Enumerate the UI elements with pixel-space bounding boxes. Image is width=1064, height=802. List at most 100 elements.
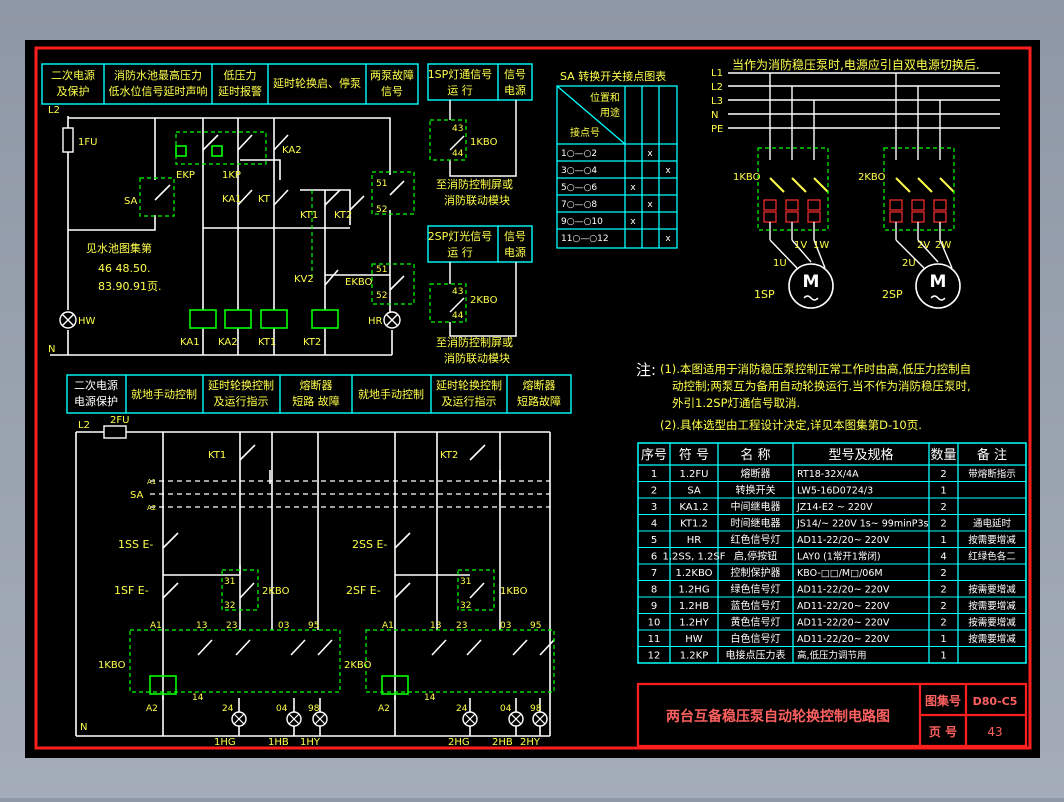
bh-col6-line1: 延时轮换控制 xyxy=(436,378,502,392)
bom-cell: 1.2FU xyxy=(680,469,709,480)
lt-pool-note-3: 83.90.91页. xyxy=(98,280,161,293)
bom-cell: 2 xyxy=(940,601,946,612)
bh-col2: 就地手动控制 xyxy=(131,387,197,401)
bh-col7-line2: 短路故障 xyxy=(517,394,561,408)
lamp-icon xyxy=(462,711,478,727)
motor-lead xyxy=(895,239,925,269)
ind2-dev: 2KBO xyxy=(470,295,498,306)
bc-d1kbo: 1KBO xyxy=(500,586,528,597)
bc-n: N xyxy=(80,722,87,733)
ind1-note-line1: 至消防控制屏或 xyxy=(436,177,513,191)
bc-c32a: 32 xyxy=(224,601,235,611)
switch-row-label: 7○—○8 xyxy=(561,200,597,210)
hdr-col2-line2: 低水位信号延时声响 xyxy=(109,84,208,98)
bom-cell: 1 xyxy=(940,651,946,662)
switch-row-mark: x xyxy=(647,149,653,159)
motor-lead xyxy=(791,239,812,263)
switch-row-label: 5○—○6 xyxy=(561,183,597,193)
switch-row-mark: x xyxy=(665,166,671,176)
bc-kt2: KT2 xyxy=(440,450,458,461)
lamp-cross xyxy=(314,713,326,725)
bc-a1: A1 xyxy=(147,478,156,486)
bom-cell: KT1.2 xyxy=(680,519,708,530)
bom-cell: 2 xyxy=(940,568,946,579)
breaker-contact xyxy=(917,177,933,193)
ind2-note-line2: 消防联动模块 xyxy=(444,351,510,365)
bom-cell: 绿色信号灯 xyxy=(731,583,781,596)
bc-pinB-3: 03 xyxy=(500,621,511,631)
bc-lampA-0: 1HG xyxy=(214,737,236,748)
bom-cell: RT18-32X/4A xyxy=(797,469,859,480)
bc-lampB-2: 2HY xyxy=(520,737,541,748)
bom-cell: AD11-22/20~ 220V xyxy=(797,585,890,596)
ind2-n43: 43 xyxy=(452,287,463,297)
bh-col4-line2: 短路 故障 xyxy=(292,394,340,408)
bc-pinA-2: 23 xyxy=(226,621,237,631)
switch-diag-bot: 接点号 xyxy=(570,126,600,139)
lamp-cross xyxy=(464,713,476,725)
lamp-icon xyxy=(312,711,328,727)
bom-cell: 6 xyxy=(651,552,657,563)
bom-cell: 熔断器 xyxy=(741,467,771,480)
bus-pe: PE xyxy=(711,124,723,135)
bom-cell: JZ14-E2 ~ 220V xyxy=(796,502,873,513)
ind1-hdr-line1: 1SP灯通信号 xyxy=(428,68,493,81)
bom-cell: 转换开关 xyxy=(736,484,776,497)
bom-header-cell: 符 号 xyxy=(679,447,709,463)
bc-k2: 2KBO xyxy=(344,660,372,671)
bom-cell: 1.2KBO xyxy=(675,568,712,579)
lt-l2: L2 xyxy=(48,105,60,116)
bottom-lamps xyxy=(231,711,548,727)
lamp-icon xyxy=(532,711,548,727)
bc-botA-3: 98 xyxy=(308,704,320,714)
bom-cell: 4 xyxy=(940,552,946,563)
bc-l2: L2 xyxy=(78,420,90,431)
lt-sa: SA xyxy=(124,196,138,207)
bom-cell: 1.2HG xyxy=(678,585,709,596)
breaker-outline xyxy=(883,147,955,231)
bc-fu: 2FU xyxy=(110,415,129,426)
bom-cell: LW5-16D0724/3 xyxy=(797,486,873,497)
motor1-label: 1SP xyxy=(754,288,775,301)
motor1-u: 1U xyxy=(773,258,787,269)
bc-n14b: 14 xyxy=(424,693,436,703)
atlas-label: 图集号 xyxy=(925,693,961,708)
lt-ekp: EKP xyxy=(176,170,195,181)
top-left-coils xyxy=(175,145,339,329)
motor-circle xyxy=(788,263,834,309)
bom-cell: 1.2SS, 1.2SF xyxy=(663,552,726,563)
bottom-contacts xyxy=(162,444,555,656)
bc-pinA-3: 03 xyxy=(278,621,289,631)
bottom-coils-lamps xyxy=(103,425,409,695)
bc-pinB-2: 23 xyxy=(456,621,467,631)
top-left-header xyxy=(41,63,419,105)
ind1-hdr2-line2: 电源 xyxy=(504,83,526,97)
bom-cell: 1 xyxy=(651,469,657,480)
power-bus xyxy=(728,72,1000,129)
breaker-trip-element xyxy=(785,199,799,211)
bom-cell: HW xyxy=(685,634,703,645)
power-note: 当作为消防稳压泵时,电源应引自双电源切换后. xyxy=(732,57,980,72)
ind2-hdr-line2: 运 行 xyxy=(447,246,473,259)
motor1-w: 1W xyxy=(813,240,829,251)
bom-cell: 按需要增减 xyxy=(968,584,1016,596)
bom-cell: 高,低压力调节用 xyxy=(797,650,867,662)
bom-cell: 2 xyxy=(940,618,946,629)
bom-cell: 5 xyxy=(651,535,657,546)
bom-cell: KA1.2 xyxy=(679,502,708,513)
bom-cell: 2 xyxy=(940,469,946,480)
hdr-col3-line1: 低压力 xyxy=(224,69,257,82)
bh-col3-line2: 及运行指示 xyxy=(214,394,269,408)
lt-ekbo: EKBO xyxy=(345,277,373,288)
bh-col1-line1: 二次电源 xyxy=(74,378,118,392)
bc-n14: 14 xyxy=(192,693,204,703)
bottom-header-grid xyxy=(66,374,572,414)
bh-col4-line1: 熔断器 xyxy=(300,378,333,392)
motor-lead xyxy=(769,239,798,269)
bc-lampB-0: 2HG xyxy=(448,737,470,748)
switch-row-mark: x xyxy=(630,217,636,227)
breaker-outline xyxy=(757,147,829,231)
bom-header-cell: 序号 xyxy=(641,448,667,463)
bom-cell: 通电延时 xyxy=(973,518,1012,530)
